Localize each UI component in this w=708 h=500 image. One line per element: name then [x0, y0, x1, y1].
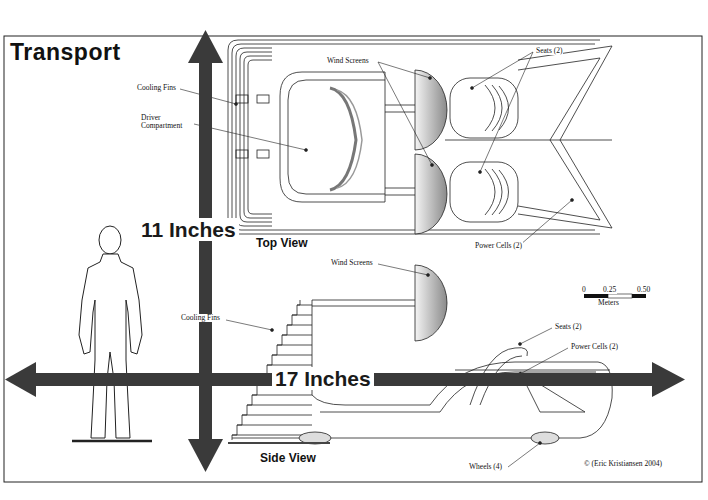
part-label: Power Cells (2)	[474, 242, 523, 250]
dimension-arrows	[5, 30, 685, 472]
part-label: Seats (2)	[554, 323, 582, 331]
scale-bar	[584, 294, 646, 298]
dimension-label: 11 Inches	[138, 218, 239, 241]
human-silhouette	[79, 226, 142, 438]
top-view-vehicle	[228, 40, 612, 234]
part-label: Wheels (4)	[468, 463, 503, 471]
view-label: Top View	[254, 237, 310, 250]
part-label: Power Cells (2)	[570, 343, 619, 351]
part-label: Driver Compartment	[140, 114, 194, 131]
part-label: Wind Screens	[326, 57, 370, 65]
scale-number: 0.50	[636, 286, 651, 294]
part-label: Cooling Fins	[136, 84, 177, 92]
leader-lines	[180, 52, 574, 467]
side-view-vehicle	[232, 265, 612, 444]
ground-line	[228, 442, 330, 444]
title: Transport	[8, 40, 123, 65]
scale-number: 0	[581, 286, 587, 294]
ground-line	[72, 440, 152, 443]
dimension-label: 17 Inches	[272, 367, 374, 390]
scale-number: 0.25	[602, 286, 617, 294]
frame	[4, 36, 702, 482]
part-label: Seats (2)	[535, 47, 563, 55]
scale-unit: Meters	[597, 299, 620, 307]
part-label: Wind Screens	[330, 259, 374, 267]
copyright-note: © (Eric Kristiansen 2004)	[583, 460, 663, 468]
part-label: Cooling Fins	[180, 314, 221, 322]
view-label: Side View	[258, 452, 318, 465]
